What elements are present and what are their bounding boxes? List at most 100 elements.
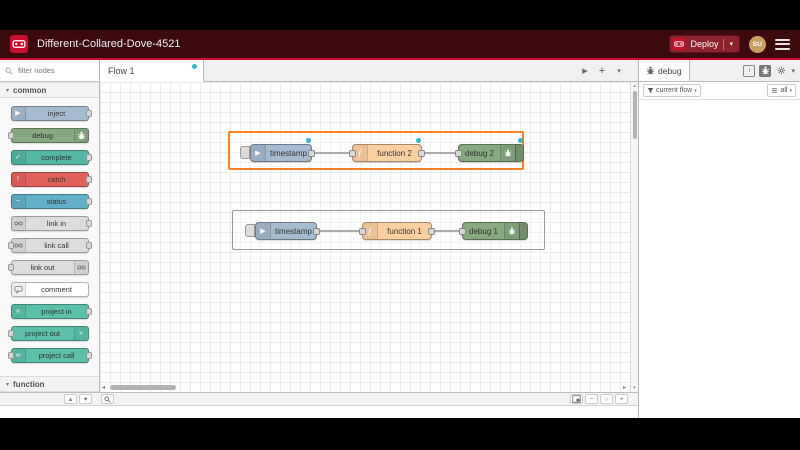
scroll-up-icon[interactable]: ▴ bbox=[633, 83, 636, 89]
gear-icon[interactable] bbox=[775, 65, 787, 77]
palette-scroll-down-button[interactable]: ▾ bbox=[79, 394, 92, 404]
palette-node-project-in[interactable]: « project in bbox=[0, 300, 99, 322]
output-port bbox=[85, 197, 92, 205]
node-label: inject bbox=[47, 108, 66, 118]
input-port bbox=[7, 131, 14, 139]
comment-icon bbox=[11, 282, 26, 296]
deploy-icon bbox=[673, 38, 686, 50]
link-icon bbox=[11, 216, 26, 230]
palette-node-complete[interactable]: ✓ complete bbox=[0, 146, 99, 168]
workspace-footer: ▴ ▾ − ○ + bbox=[0, 392, 638, 406]
scroll-down-icon[interactable]: ▾ bbox=[633, 385, 636, 391]
tab-debug[interactable]: debug bbox=[639, 60, 690, 81]
chevron-down-icon: ▾ bbox=[694, 87, 697, 94]
modified-indicator bbox=[518, 138, 523, 143]
add-flow-button[interactable]: + bbox=[598, 65, 606, 77]
palette-search[interactable] bbox=[0, 60, 99, 82]
inject-icon: ▶ bbox=[251, 145, 266, 161]
search-flows-button[interactable] bbox=[101, 394, 114, 404]
inject-icon: ▶ bbox=[256, 223, 271, 239]
node-pill: link call bbox=[7, 237, 92, 253]
palette-node-inject[interactable]: ▶ inject bbox=[0, 102, 99, 124]
zoom-controls: − ○ + bbox=[570, 394, 628, 404]
workspace: ▾ common ▶ inject debug bbox=[0, 60, 800, 418]
bug-icon[interactable] bbox=[759, 64, 772, 77]
palette-node-project-out[interactable]: project out » bbox=[0, 322, 99, 344]
input-port[interactable] bbox=[359, 227, 366, 235]
zoom-out-button[interactable]: − bbox=[585, 394, 598, 404]
chevron-down-icon[interactable]: ▾ bbox=[791, 67, 795, 75]
link-icon bbox=[11, 238, 26, 252]
node-pill: project out » bbox=[7, 325, 89, 341]
inject-trigger-button[interactable] bbox=[240, 146, 250, 159]
vertical-scrollbar[interactable] bbox=[632, 91, 637, 139]
chevron-down-icon: ▾ bbox=[789, 87, 792, 94]
palette-node-link-out[interactable]: link out bbox=[0, 256, 99, 278]
inject-trigger-button[interactable] bbox=[245, 224, 255, 237]
palette-node-comment[interactable]: comment bbox=[0, 278, 99, 300]
output-port[interactable] bbox=[313, 227, 320, 235]
deploy-label: Deploy bbox=[690, 39, 719, 49]
palette-category-common[interactable]: ▾ common bbox=[0, 82, 99, 98]
palette-node-status[interactable]: ~ status bbox=[0, 190, 99, 212]
node-pill: ▶ inject bbox=[10, 105, 92, 121]
node-pill: comment bbox=[10, 281, 89, 297]
app-logo-icon[interactable] bbox=[10, 35, 28, 53]
node-debug-1[interactable]: debug 1 bbox=[459, 222, 528, 240]
input-port[interactable] bbox=[349, 149, 356, 157]
node-red-window: Different-Collared-Dove-4521 Deploy ▾ SU… bbox=[0, 30, 800, 418]
node-label: project call bbox=[38, 350, 75, 360]
node-label: link out bbox=[30, 262, 55, 272]
scroll-left-icon[interactable]: ◂ bbox=[102, 385, 106, 391]
debug-filter-level-button[interactable]: all ▾ bbox=[767, 84, 796, 97]
zoom-in-button[interactable]: + bbox=[615, 394, 628, 404]
user-avatar[interactable]: SU bbox=[749, 35, 766, 53]
tab-scroll-button[interactable]: ▶ bbox=[582, 68, 588, 75]
navigator-toggle-button[interactable] bbox=[570, 394, 583, 404]
output-port[interactable] bbox=[428, 227, 435, 235]
tab-flow-1[interactable]: Flow 1 bbox=[100, 60, 204, 82]
category-label: common bbox=[13, 85, 47, 95]
output-port bbox=[85, 153, 92, 161]
tab-debug-label: debug bbox=[658, 65, 682, 76]
output-port[interactable] bbox=[308, 149, 315, 157]
node-function-1[interactable]: ƒ function 1 bbox=[359, 222, 435, 240]
input-port bbox=[7, 241, 14, 249]
palette-node-debug[interactable]: debug bbox=[0, 124, 99, 146]
palette-node-project-call[interactable]: ∞ project call bbox=[0, 344, 99, 366]
info-icon[interactable]: i bbox=[743, 64, 756, 77]
palette-scroll-up-button[interactable]: ▴ bbox=[64, 394, 77, 404]
palette-search-input[interactable] bbox=[16, 65, 86, 76]
debug-enable-toggle[interactable] bbox=[515, 145, 523, 161]
node-inject-timestamp-2[interactable]: ▶ timestamp bbox=[255, 222, 320, 240]
node-label: function 2 bbox=[377, 148, 412, 158]
node-pill: ✓ complete bbox=[10, 149, 92, 165]
flow-list-button[interactable]: ▾ bbox=[617, 68, 621, 75]
flow-canvas[interactable]: ▶ timestamp ƒ function 2 debug 2 bbox=[100, 82, 630, 392]
debug-filter-scope-button[interactable]: current flow ▾ bbox=[643, 84, 701, 97]
debug-filter-bar: current flow ▾ all ▾ bbox=[639, 82, 800, 100]
modified-indicator bbox=[416, 138, 421, 143]
header: Different-Collared-Dove-4521 Deploy ▾ SU bbox=[0, 30, 800, 58]
palette-category-function[interactable]: ▾ function bbox=[0, 376, 99, 392]
node-inject-timestamp[interactable]: ▶ timestamp bbox=[250, 144, 315, 162]
zoom-reset-button[interactable]: ○ bbox=[600, 394, 613, 404]
deploy-button[interactable]: Deploy ▾ bbox=[669, 35, 740, 53]
input-port[interactable] bbox=[459, 227, 466, 235]
input-port[interactable] bbox=[455, 149, 462, 157]
scroll-right-icon[interactable]: ▸ bbox=[622, 385, 626, 391]
node-label: link in bbox=[46, 218, 67, 228]
palette-node-link-call[interactable]: link call bbox=[0, 234, 99, 256]
node-function-2[interactable]: ƒ function 2 bbox=[349, 144, 425, 162]
node-pill: link out bbox=[7, 259, 89, 275]
deploy-options-caret-icon[interactable]: ▾ bbox=[729, 41, 733, 48]
node-label: debug 1 bbox=[469, 226, 498, 236]
node-debug-2[interactable]: debug 2 bbox=[455, 144, 524, 162]
palette-node-catch[interactable]: ! catch bbox=[0, 168, 99, 190]
debug-enable-toggle[interactable] bbox=[519, 223, 527, 239]
horizontal-scrollbar[interactable] bbox=[110, 385, 176, 390]
vertical-scrollbar-track[interactable]: ▴ ▾ bbox=[630, 82, 638, 392]
output-port[interactable] bbox=[418, 149, 425, 157]
palette-node-link-in[interactable]: link in bbox=[0, 212, 99, 234]
main-menu-button[interactable] bbox=[775, 38, 790, 50]
